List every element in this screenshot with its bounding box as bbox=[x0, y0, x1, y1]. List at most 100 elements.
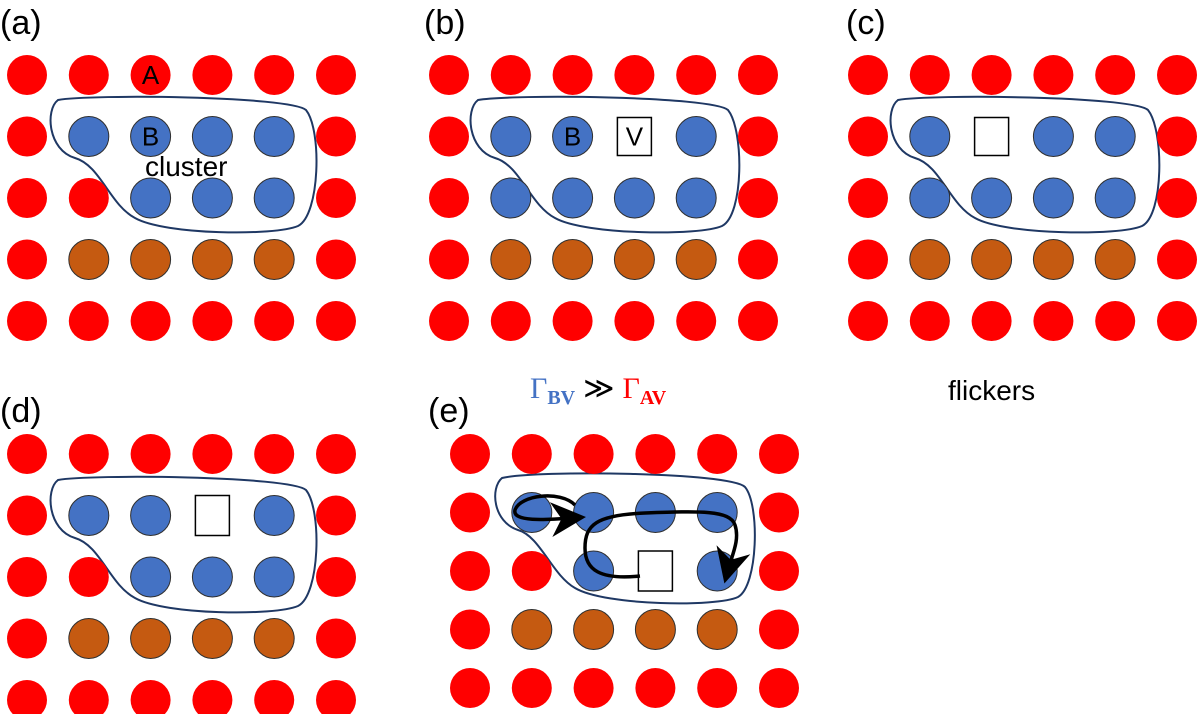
diffusion-arrow bbox=[513, 494, 586, 538]
atom-a bbox=[614, 301, 655, 341]
atom-c bbox=[253, 618, 295, 659]
atom-a bbox=[738, 301, 778, 341]
atom-a bbox=[848, 116, 888, 157]
vacancy-site bbox=[194, 494, 231, 537]
atom-a bbox=[909, 55, 950, 95]
panel-label: (a) bbox=[0, 4, 42, 42]
cluster-label: cluster bbox=[145, 151, 227, 182]
atom-a bbox=[68, 301, 109, 341]
atom-b bbox=[909, 177, 951, 219]
atom-c bbox=[490, 239, 532, 280]
atom-a bbox=[971, 301, 1012, 341]
atom-a bbox=[316, 55, 356, 95]
rate-sub-bv: BV bbox=[547, 387, 575, 409]
atom-a bbox=[635, 668, 676, 708]
atom-b bbox=[68, 116, 110, 157]
atom-a bbox=[971, 55, 1012, 95]
atom-a bbox=[848, 55, 888, 95]
atom-a bbox=[316, 301, 356, 341]
atom-a bbox=[759, 492, 799, 533]
atom-a bbox=[130, 434, 171, 474]
atom-b bbox=[130, 116, 172, 157]
atom-b bbox=[253, 495, 295, 536]
atom-b bbox=[253, 116, 295, 157]
rate-gamma-bv: Γ bbox=[530, 372, 547, 405]
panel-label: (c) bbox=[846, 4, 886, 42]
atom-a bbox=[759, 551, 799, 591]
atom-a bbox=[738, 116, 778, 157]
atom-a bbox=[1157, 301, 1197, 341]
atom-a bbox=[7, 495, 47, 536]
atom-c bbox=[634, 609, 676, 650]
atom-a bbox=[130, 55, 171, 95]
vacancy-site bbox=[637, 550, 674, 592]
atom-c bbox=[68, 618, 110, 659]
atom-c bbox=[191, 239, 233, 280]
atom-b bbox=[1032, 116, 1074, 157]
atom-a bbox=[68, 55, 109, 95]
atom-c bbox=[613, 239, 655, 280]
atom-b bbox=[971, 177, 1013, 219]
atom-c bbox=[130, 239, 172, 280]
atom-a bbox=[909, 301, 950, 341]
atom-a bbox=[511, 668, 552, 708]
atom-c bbox=[253, 239, 295, 280]
atom-a bbox=[738, 178, 778, 218]
atom-a bbox=[192, 680, 233, 714]
atom-a bbox=[614, 55, 655, 95]
atom-label: V bbox=[626, 122, 644, 152]
atom-a bbox=[635, 434, 676, 474]
atom-c bbox=[909, 239, 951, 280]
atom-a bbox=[7, 239, 47, 280]
atom-b bbox=[253, 556, 295, 598]
atom-label: B bbox=[142, 122, 159, 152]
atom-a bbox=[676, 55, 717, 95]
atom-a bbox=[450, 434, 490, 474]
atom-b bbox=[675, 116, 717, 157]
atom-a bbox=[759, 668, 799, 708]
atom-a bbox=[450, 668, 490, 708]
cluster-outline bbox=[49, 95, 318, 234]
atom-a bbox=[254, 301, 295, 341]
atom-a bbox=[848, 239, 888, 280]
atom-a bbox=[316, 434, 356, 474]
atom-a bbox=[7, 618, 47, 659]
atom-a bbox=[316, 680, 356, 714]
atom-a bbox=[254, 55, 295, 95]
atom-b bbox=[130, 495, 172, 536]
atom-a bbox=[7, 434, 47, 474]
atom-a bbox=[697, 668, 738, 708]
atom-a bbox=[1157, 116, 1197, 157]
atom-a bbox=[192, 55, 233, 95]
atom-b bbox=[191, 556, 233, 598]
atom-a bbox=[429, 301, 469, 341]
rate-gamma-av: Γ bbox=[623, 372, 640, 405]
atom-c bbox=[573, 609, 615, 650]
atom-c bbox=[1094, 239, 1136, 280]
vacancy-site bbox=[616, 116, 653, 157]
atom-a bbox=[316, 116, 356, 157]
atom-a bbox=[1157, 178, 1197, 218]
atom-a bbox=[7, 116, 47, 157]
atom-a bbox=[7, 680, 47, 714]
atom-a bbox=[490, 55, 531, 95]
cluster-outline bbox=[494, 472, 756, 605]
atom-c bbox=[191, 618, 233, 659]
atom-a bbox=[429, 116, 469, 157]
atom-a bbox=[450, 492, 490, 533]
atom-a bbox=[7, 301, 47, 341]
cluster-outline bbox=[49, 475, 318, 614]
atom-b bbox=[253, 177, 295, 219]
atom-a bbox=[450, 609, 490, 650]
atom-a bbox=[130, 680, 171, 714]
atom-c bbox=[971, 239, 1013, 280]
panel-4: (d) bbox=[0, 392, 356, 714]
atom-a bbox=[7, 178, 47, 218]
atom-b bbox=[490, 116, 532, 157]
atom-b bbox=[1094, 116, 1136, 157]
atom-a bbox=[68, 178, 109, 218]
atom-a bbox=[552, 301, 593, 341]
